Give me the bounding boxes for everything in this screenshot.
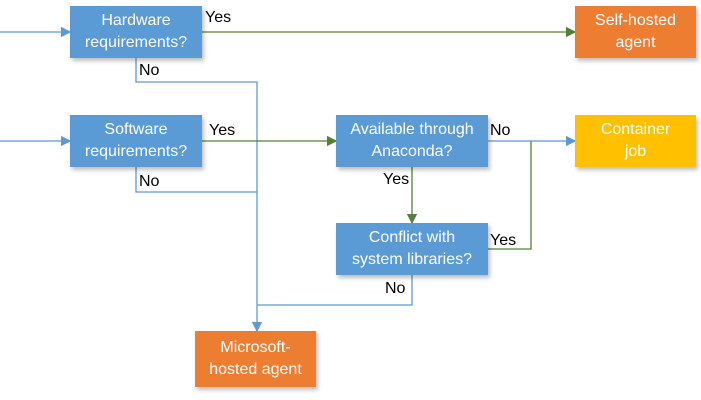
edge-hardware-no [135,58,263,333]
node-text-line1: Microsoft- [220,339,291,356]
hardware-requirements-decision: Hardware requirements? [70,6,202,58]
hardware-no-label: No [139,62,160,79]
node-text-line2: job [624,143,647,160]
node-text-line2: Anaconda? [371,143,453,160]
hardware-yes-label: Yes [205,9,232,26]
node-text-line1: Container [600,121,671,138]
anaconda-yes-label: Yes [383,171,410,188]
microsoft-hosted-agent-outcome: Microsoft- hosted agent [195,331,316,387]
node-text-line2: requirements? [84,34,188,51]
system-library-conflict-decision: Conflict with system libraries? [336,223,488,275]
conflict-yes-label: Yes [490,232,517,249]
software-requirements-decision: Software requirements? [70,115,202,167]
node-text-line1: Conflict with [368,229,456,246]
node-text-line1: Software [104,121,168,138]
node-text-line2: system libraries? [351,251,473,268]
software-yes-label: Yes [209,122,236,139]
anaconda-availability-decision: Available through Anaconda? [336,115,488,167]
node-text-line1: Hardware [101,12,171,29]
node-text-line1: Self-hosted [595,12,676,29]
node-text-line2: agent [615,34,656,51]
conflict-no-label: No [385,280,406,297]
edge-software-no [135,167,257,193]
node-text-line2: requirements? [84,143,188,160]
self-hosted-agent-outcome: Self-hosted agent [575,6,696,58]
edge-conflict-yes [488,141,532,250]
node-text-line2: hosted agent [209,361,302,378]
software-no-label: No [139,173,160,190]
anaconda-no-label: No [490,122,511,139]
node-text-line1: Available through [350,121,474,138]
edge-conflict-no [257,275,413,306]
container-job-outcome: Container job [575,115,696,167]
